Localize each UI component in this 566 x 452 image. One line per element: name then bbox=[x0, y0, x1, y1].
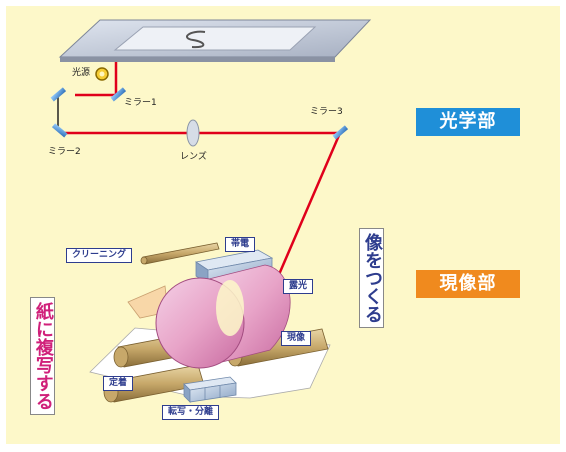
create-image-text: 像をつくる bbox=[359, 228, 384, 328]
cleaning-roller bbox=[140, 242, 220, 265]
lens-label: レンズ bbox=[180, 152, 207, 162]
fixing-tag: 定着 bbox=[103, 376, 134, 391]
developing-section-badge: 現像部 bbox=[416, 270, 520, 298]
cleaning-tag: クリーニング bbox=[66, 248, 133, 263]
transfer-block bbox=[183, 376, 237, 403]
mirror-icon bbox=[51, 123, 68, 138]
mirror1-label: ミラー1 bbox=[124, 98, 157, 108]
developing-tag: 現像 bbox=[281, 331, 312, 346]
light-source-label: 光源 bbox=[72, 68, 91, 78]
mirror-icon bbox=[110, 87, 127, 102]
copy-to-paper-text: 紙に複写する bbox=[30, 297, 55, 415]
charging-tag: 帯電 bbox=[225, 237, 256, 252]
mirror-icon bbox=[50, 87, 67, 102]
lens-icon bbox=[186, 119, 200, 147]
lamp-icon bbox=[95, 67, 109, 81]
mirror-icon bbox=[332, 125, 349, 140]
drum-icon bbox=[155, 264, 291, 369]
document-glass-icon bbox=[58, 19, 372, 62]
transfer-separation-tag: 転写・分離 bbox=[162, 405, 220, 420]
exposure-tag: 露光 bbox=[283, 279, 314, 294]
mirror3-label: ミラー3 bbox=[310, 107, 343, 117]
mirror2-label: ミラー2 bbox=[48, 147, 81, 157]
optical-section-badge: 光学部 bbox=[416, 108, 520, 136]
